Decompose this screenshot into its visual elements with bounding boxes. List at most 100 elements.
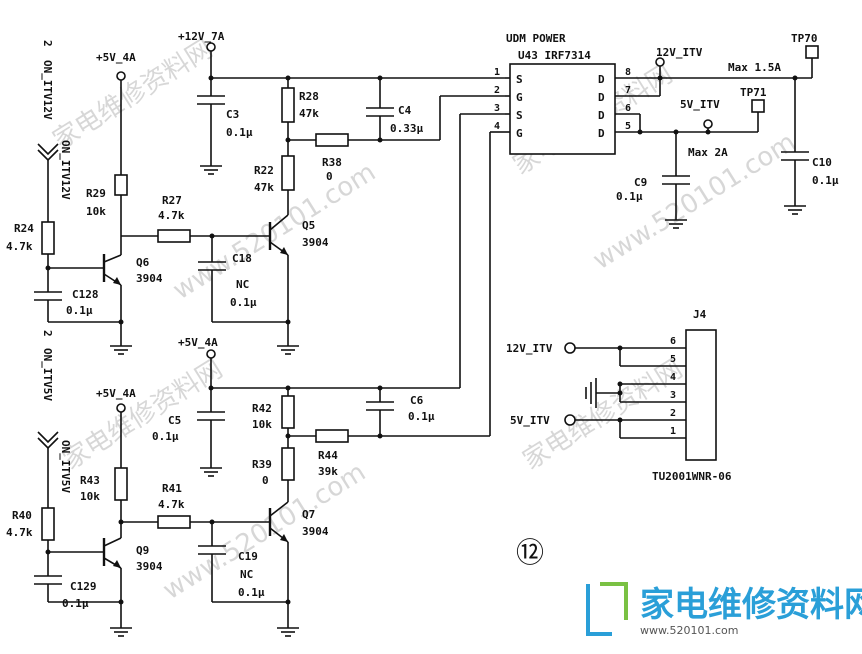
- pin-d: D: [598, 109, 605, 122]
- q7-value: 3904: [302, 525, 329, 538]
- r42-label: R42: [252, 402, 272, 415]
- c3-value: 0.1μ: [226, 126, 253, 139]
- watermark-text: 家电维修资料网: [58, 354, 228, 476]
- r27-value: 4.7k: [158, 209, 185, 222]
- pin-g: G: [516, 91, 523, 104]
- pin2-label: 2: [41, 330, 54, 337]
- c18-nc: NC: [236, 278, 249, 291]
- r41-label: R41: [162, 482, 182, 495]
- q9-value: 3904: [136, 560, 163, 573]
- on-itv12v-label: ON_ITV12V: [59, 140, 72, 200]
- q5-value: 3904: [302, 236, 329, 249]
- tp70-label: TP70: [791, 32, 818, 45]
- pin-number: 8: [625, 67, 631, 78]
- j4-label: J4: [693, 308, 707, 321]
- c128-value: 0.1μ: [66, 304, 93, 317]
- j4-12v-label: 12V_ITV: [506, 342, 553, 355]
- u43-chip: S G S G D D D D 1 2 3 4 8 7 6 5 UDM POWE…: [494, 32, 631, 155]
- pin-number: 1: [494, 67, 500, 78]
- c18-label: C18: [232, 252, 252, 265]
- r28-value: 47k: [299, 107, 319, 120]
- r29-label: R29: [86, 187, 106, 200]
- r22-value: 47k: [254, 181, 274, 194]
- q6-value: 3904: [136, 272, 163, 285]
- j4-pin-number: 2: [670, 408, 676, 419]
- supply-12v-label: +12V_7A: [178, 30, 225, 43]
- net-5v-itv: 5V_ITV: [680, 98, 720, 111]
- c129-value: 0.1μ: [62, 597, 89, 610]
- r41-value: 4.7k: [158, 498, 185, 511]
- c19-label: C19: [238, 550, 258, 563]
- supply-top-left-label: +5V_4A: [96, 51, 136, 64]
- q7-label: Q7: [302, 508, 315, 521]
- logo-url: www.520101.com: [640, 624, 738, 637]
- c6-label: C6: [410, 394, 424, 407]
- c5-value: 0.1μ: [152, 430, 179, 443]
- c10-value: 0.1μ: [812, 174, 839, 187]
- u43-label: U43 IRF7314: [518, 49, 591, 62]
- r22-label: R22: [254, 164, 274, 177]
- supply-bottom-left-label: +5V_4A: [96, 387, 136, 400]
- pin-number: 2: [494, 85, 500, 96]
- c19-nc: NC: [240, 568, 253, 581]
- c4-label: C4: [398, 104, 412, 117]
- q6-label: Q6: [136, 256, 150, 269]
- r39-label: R39: [252, 458, 272, 471]
- pin-g: G: [516, 127, 523, 140]
- c5-label: C5: [168, 414, 181, 427]
- top-components: +12V_7A C3 0.1μ R28 47k C4 0.33μ R38 0 R…: [6, 30, 423, 355]
- c129-label: C129: [70, 580, 97, 593]
- net-12v-itv: 12V_ITV: [656, 46, 703, 59]
- c9-value: 0.1μ: [616, 190, 643, 203]
- j4-pin-number: 6: [670, 336, 676, 347]
- bottom-components: +5V_4A C5 0.1μ R42 10k C6 0.1μ R44 39k R…: [6, 336, 435, 637]
- r42-value: 10k: [252, 418, 272, 431]
- udm-power-title: UDM POWER: [506, 32, 566, 45]
- on-itv5v-label: ON_ITV5V: [41, 348, 54, 401]
- c18-value: 0.1μ: [230, 296, 257, 309]
- connector-part-label: TU2001WNR-06: [652, 470, 732, 483]
- r44-value: 39k: [318, 465, 338, 478]
- j4-pin-number: 5: [670, 354, 676, 365]
- pin-s: S: [516, 73, 523, 86]
- q5-label: Q5: [302, 219, 315, 232]
- pin-d: D: [598, 73, 605, 86]
- max-1-5a: Max 1.5A: [728, 61, 781, 74]
- r28-label: R28: [299, 90, 319, 103]
- r38-label: R38: [322, 156, 342, 169]
- r44-label: R44: [318, 449, 338, 462]
- top-wires: [45, 42, 505, 436]
- c10-label: C10: [812, 156, 832, 169]
- j4-connector: J4 6 5 4 3 2 1 12V_ITV 5V_ITV TU2001WNR-…: [506, 308, 732, 483]
- c19-value: 0.1μ: [238, 586, 265, 599]
- r29-value: 10k: [86, 205, 106, 218]
- watermark-url: www.520101.com: [168, 157, 381, 306]
- r40-value: 4.7k: [6, 526, 33, 539]
- bottom-wires: [45, 349, 490, 620]
- c9-label: C9: [634, 176, 647, 189]
- j4-pin-number: 1: [670, 426, 676, 437]
- pin2-label: 2: [41, 40, 54, 47]
- max-2a: Max 2A: [688, 146, 728, 159]
- pin-number: 5: [625, 121, 631, 132]
- r27-label: R27: [162, 194, 182, 207]
- q9-label: Q9: [136, 544, 149, 557]
- r24-label: R24: [14, 222, 34, 235]
- r38-value: 0: [326, 170, 333, 183]
- pin-d: D: [598, 91, 605, 104]
- j4-pin-number: 4: [670, 372, 676, 383]
- supply-mid-label: +5V_4A: [178, 336, 218, 349]
- r43-value: 10k: [80, 490, 100, 503]
- tp71-label: TP71: [740, 86, 767, 99]
- output-wires: 12V_ITV 5V_ITV TP70 TP71 Max 1.5A Max 2A…: [615, 32, 839, 229]
- pin-number: 6: [625, 103, 631, 114]
- r43-label: R43: [80, 474, 100, 487]
- pin-number: 7: [625, 85, 631, 96]
- c4-value: 0.33μ: [390, 122, 423, 135]
- pin-number: 4: [494, 121, 500, 132]
- pin-d: D: [598, 127, 605, 140]
- pin-s: S: [516, 109, 523, 122]
- r40-label: R40: [12, 509, 32, 522]
- pin-number: 3: [494, 103, 500, 114]
